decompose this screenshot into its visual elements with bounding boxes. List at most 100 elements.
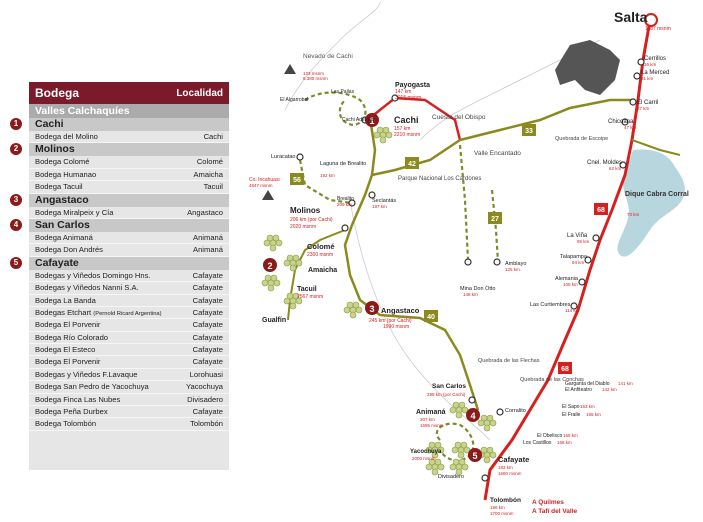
svg-text:Seclantás: Seclantás (372, 198, 396, 204)
svg-text:1660 msnm: 1660 msnm (498, 471, 522, 476)
table-row: Bodegas Etchart (Pernold Ricard Argentin… (29, 307, 229, 320)
bodega-name-text: Bodega Miralpeix y Cía (35, 207, 114, 217)
svg-text:4847 msnm: 4847 msnm (249, 183, 273, 188)
svg-text:114 km: 114 km (565, 308, 580, 313)
localidad: Tolombón (190, 419, 223, 429)
svg-text:125 km: 125 km (505, 267, 520, 272)
localidad: Cafayate (192, 307, 223, 317)
svg-text:68: 68 (597, 207, 605, 214)
svg-text:Gualfín: Gualfín (262, 317, 286, 324)
svg-text:37 km: 37 km (637, 106, 650, 111)
svg-text:Las Pailas: Las Pailas (331, 89, 355, 95)
svg-text:2210 msnm: 2210 msnm (394, 132, 420, 138)
svg-text:Cuesta del Obispo: Cuesta del Obispo (432, 114, 486, 121)
shield-27 (488, 212, 502, 224)
svg-text:2567 msnm: 2567 msnm (297, 294, 323, 300)
localidad: Amaicha (193, 169, 223, 179)
bodega-name: Bodega Finca Las Nubes (35, 394, 120, 405)
svg-text:El Algarrobal: El Algarrobal (280, 97, 308, 103)
region-title: Valles Calchaquíes (29, 104, 229, 118)
dirt-cachi-adentro (304, 91, 367, 127)
svg-text:209 km: 209 km (337, 202, 352, 207)
svg-text:141 km: 141 km (618, 381, 633, 386)
localidad: Colomé (196, 157, 223, 167)
svg-text:42: 42 (408, 161, 416, 168)
group-name: Cachi (35, 118, 64, 130)
bodega-name: Bodega Colomé (35, 156, 89, 167)
localidad: Cachi (203, 132, 223, 141)
svg-text:San Carlos: San Carlos (432, 383, 466, 390)
svg-text:Luracatao: Luracatao (271, 154, 295, 160)
svg-text:El Sapo: El Sapo (562, 404, 580, 410)
svg-text:Salta: Salta (614, 9, 648, 25)
svg-text:27: 27 (491, 216, 499, 223)
svg-text:Laguna de Brealito: Laguna de Brealito (320, 161, 366, 167)
localidad: Cafayate (192, 270, 223, 280)
svg-text:Amaicha: Amaicha (308, 267, 337, 274)
route-68 (483, 14, 653, 501)
col-bodega: Bodega (35, 86, 80, 100)
table-row: Bodega Tolombón Tolombón (29, 418, 229, 431)
svg-text:5: 5 (472, 451, 477, 461)
town-dots (296, 13, 658, 482)
svg-text:147 km: 147 km (395, 89, 411, 95)
svg-text:70 km: 70 km (627, 212, 640, 217)
svg-text:6.380 msnm: 6.380 msnm (303, 76, 328, 81)
bodega-name-text: Bodega del Molino (35, 132, 98, 141)
svg-text:183 km: 183 km (498, 465, 513, 470)
svg-text:A Tafí del Valle: A Tafí del Valle (532, 508, 578, 515)
table-row: Bodegas y Viñedos Nanni S.A.Cafayate (29, 282, 229, 295)
svg-text:Cnel. Moldes: Cnel. Moldes (587, 160, 622, 166)
shield-33 (522, 124, 536, 136)
svg-text:206 km (por Cachi): 206 km (por Cachi) (290, 217, 333, 223)
svg-text:157 km: 157 km (394, 126, 410, 132)
bodega-name-text: Bodega El Porvenir (35, 357, 101, 367)
svg-text:Brealito: Brealito (337, 196, 354, 202)
bodega-name: Bodega El Esteco (35, 344, 95, 355)
bodega-name-text: Bodegas y Viñedos F.Lavaque (35, 369, 138, 379)
bodega-name-text: Bodega Peña Durbex (35, 407, 108, 417)
route-33 (459, 98, 635, 142)
svg-text:Parque Nacional Los Cardones: Parque Nacional Los Cardones (398, 176, 481, 182)
bodega-name: Bodega San Pedro de Yacochuya (35, 381, 149, 392)
svg-text:4: 4 (470, 411, 475, 421)
localidad: Cafayate (192, 407, 223, 417)
localidad: Lorohuasi (189, 369, 223, 379)
svg-text:Quebrada de las Conchas: Quebrada de las Conchas (520, 377, 584, 383)
svg-text:40: 40 (427, 314, 435, 321)
group-name: San Carlos (35, 218, 90, 231)
bodega-extra: (Pernold Ricard Argentina) (93, 310, 162, 317)
localidad: Divisadero (187, 394, 223, 404)
grape-icons (261, 126, 497, 476)
shield-68a (594, 203, 608, 215)
svg-text:Quebrada de las Flechas: Quebrada de las Flechas (478, 358, 540, 364)
svg-text:La Merced: La Merced (641, 70, 669, 76)
table-row: Bodegas y Viñedos Domingo Hns.Cafayate (29, 270, 229, 283)
svg-text:Dique Cabra Corral: Dique Cabra Corral (625, 191, 689, 198)
shield-42 (405, 157, 419, 169)
svg-text:Alemania: Alemania (555, 276, 579, 282)
table-row: Bodega Peña Durbex Cafayate (29, 406, 229, 419)
svg-text:155 km: 155 km (586, 412, 601, 417)
svg-text:Animaná: Animaná (416, 409, 446, 416)
bodega-name: Bodega Miralpeix y Cía (35, 207, 114, 218)
svg-text:1: 1 (369, 116, 374, 126)
bodega-name: Bodega Tolombón (35, 418, 96, 429)
svg-text:153 km: 153 km (580, 404, 595, 409)
svg-text:56: 56 (293, 177, 301, 184)
bodega-name: Bodega La Banda (35, 295, 96, 306)
svg-text:187 km: 187 km (372, 204, 387, 209)
localidad: Tacuil (203, 182, 223, 192)
